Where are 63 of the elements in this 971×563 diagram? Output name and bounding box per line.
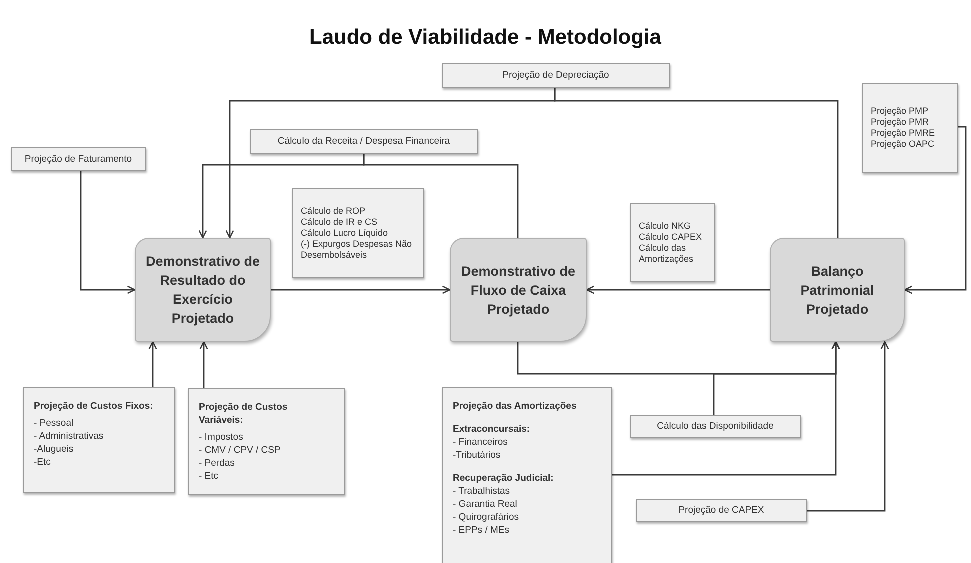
list-item: - Quirografários: [453, 511, 519, 524]
list-item: - Administrativas: [34, 430, 104, 443]
diagram-title: Laudo de Viabilidade - Metodologia: [308, 26, 662, 50]
process-box: [450, 238, 587, 342]
list-item: Cálculo das Amortizações: [639, 242, 695, 264]
list-item: Cálculo Lucro Líquido: [301, 228, 388, 238]
list-item: Projeção de Custos Variáveis:: [199, 401, 289, 427]
list-item: Cálculo NKG: [639, 220, 692, 232]
note-box: [630, 203, 715, 282]
list-item: Cálculo CAPEX: [639, 232, 702, 242]
connector-line: [554, 88, 839, 238]
list-item: Cálculo de IR e CS: [301, 216, 378, 228]
list-item: - Perdas: [199, 457, 235, 470]
text-box: [630, 415, 801, 438]
list-item: Projeção PMP: [871, 106, 929, 117]
process-box: [135, 238, 271, 342]
list-item: - Impostos: [199, 431, 244, 444]
note-box: [442, 387, 612, 563]
arrow: [807, 341, 890, 512]
arrow: [80, 171, 136, 294]
list-item: Extraconcursais:: [453, 423, 530, 436]
list-item: Projeção PMRE: [871, 128, 936, 139]
arrow: [148, 341, 158, 387]
list-item: (-) Expurgos Despesas Não Desembolsáveis: [301, 238, 414, 260]
list-item: -Tributários: [453, 449, 501, 462]
text-box: [11, 147, 146, 171]
list-item: - Financeiros: [453, 436, 508, 449]
text-box: [250, 129, 478, 154]
list-item: Projeção de Custos Fixos:: [34, 400, 154, 413]
list-item: -Etc: [34, 456, 51, 469]
note-box: [188, 388, 345, 495]
list-item: Projeção OAPC: [871, 139, 935, 150]
connector-line: [363, 154, 519, 238]
arrow: [200, 341, 208, 388]
box-label: Demonstrativo de Resultado do Exercício Projetado: [144, 253, 262, 328]
arrow: [271, 286, 451, 294]
list-item: Projeção das Amortizações: [453, 400, 577, 413]
box-label: Demonstrativo de Fluxo de Caixa Projetado: [460, 262, 577, 318]
arrow: [612, 341, 840, 476]
note-box: [862, 83, 958, 173]
box-label: Cálculo das Disponibilidade: [657, 421, 774, 432]
text-box: [636, 499, 807, 522]
box-label: Projeção de Faturamento: [24, 154, 132, 164]
list-item: - Pessoal: [34, 417, 74, 430]
box-label: Cálculo da Receita / Despesa Financeira: [278, 136, 450, 147]
process-box: [770, 238, 905, 342]
list-item: - EPPs / MEs: [453, 524, 510, 537]
list-item: - Trabalhistas: [453, 485, 510, 498]
list-item: -Alugueis: [34, 443, 74, 456]
arrow: [904, 126, 967, 294]
arrow: [586, 286, 770, 294]
box-label: Projeção de Depreciação: [502, 70, 610, 81]
box-label: Projeção de CAPEX: [678, 505, 764, 516]
list-item: Projeção PMR: [871, 117, 930, 128]
list-item: - CMV / CPV / CSP: [199, 444, 281, 457]
text-box: [442, 63, 670, 88]
list-item: - Garantia Real: [453, 498, 518, 511]
list-item: Recuperação Judicial:: [453, 472, 554, 485]
note-box: [23, 387, 175, 493]
note-box: [292, 188, 424, 278]
list-item: Cálculo de ROP: [301, 206, 366, 216]
box-label: Balanço Patrimonial Projetado: [800, 262, 876, 318]
list-item: - Etc: [199, 470, 219, 483]
